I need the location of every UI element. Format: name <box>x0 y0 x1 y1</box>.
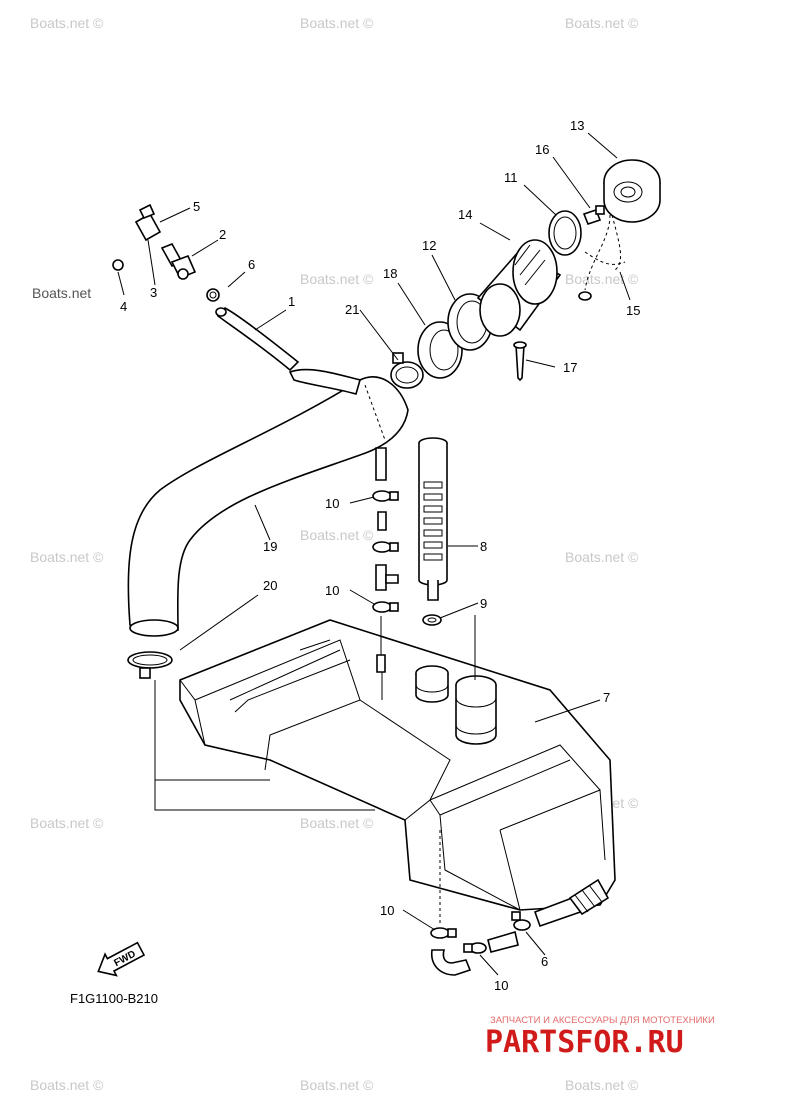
callout-17: 17 <box>563 360 577 375</box>
filler-hose <box>127 376 409 637</box>
watermark: Boats.net © <box>300 815 374 831</box>
watermark: Boats.net © <box>300 1077 374 1093</box>
callout-16: 16 <box>535 142 549 157</box>
callout-9: 9 <box>480 596 487 611</box>
watermark: Boats.net © <box>300 271 374 287</box>
callout-6: 6 <box>541 954 548 969</box>
watermark: Boats.net © <box>300 15 374 31</box>
grommet <box>422 614 442 626</box>
callout-10: 10 <box>325 496 339 511</box>
filler-neck <box>476 239 562 337</box>
fuel-line-lower <box>430 830 610 976</box>
callout-12: 12 <box>422 238 436 253</box>
vent-hose <box>215 306 361 395</box>
watermark: Boats.net © <box>565 15 639 31</box>
callout-5: 5 <box>193 199 200 214</box>
filler-rings <box>390 293 493 389</box>
callout-19: 19 <box>263 539 277 554</box>
callout-15: 15 <box>626 303 640 318</box>
watermark: Boats.net © <box>30 1077 104 1093</box>
tank-necks <box>415 665 497 745</box>
watermarks: Boats.net © Boats.net © Boats.net © Boat… <box>30 15 639 1093</box>
diagram-code: F1G1100-B210 <box>70 991 158 1006</box>
fuel-line-upper <box>372 447 399 673</box>
cap-screw <box>582 205 605 225</box>
fuel-strainer <box>418 437 448 601</box>
hose-clamp <box>127 651 173 679</box>
vent-fittings <box>112 203 220 302</box>
callout-18: 18 <box>383 266 397 281</box>
watermark-label: Boats.net <box>32 285 91 301</box>
leader-lines <box>117 132 631 976</box>
fuel-cap <box>603 159 661 223</box>
callout-8: 8 <box>480 539 487 554</box>
fwd-label: FWD <box>112 949 137 969</box>
callout-7: 7 <box>603 690 610 705</box>
callout-2: 2 <box>219 227 226 242</box>
callout-3: 3 <box>150 285 157 300</box>
callout-1: 1 <box>288 294 295 309</box>
callout-14: 14 <box>458 207 472 222</box>
logo-name: PARTSFOR.RU <box>485 1025 684 1060</box>
watermark: Boats.net © <box>30 549 104 565</box>
callout-10: 10 <box>325 583 339 598</box>
fwd-arrow: FWD <box>97 941 146 977</box>
cap-chain <box>578 214 626 301</box>
callout-11: 11 <box>504 170 518 185</box>
callout-10: 10 <box>494 978 508 993</box>
alignment-lines <box>154 615 476 811</box>
rivet <box>513 341 527 382</box>
partsfor-logo: ЗАПЧАСТИ И АКСЕССУАРЫ ДЛЯ МОТОТЕХНИКИ PA… <box>485 1015 715 1060</box>
watermark: Boats.net © <box>565 271 639 287</box>
callout-20: 20 <box>263 578 277 593</box>
callout-21: 21 <box>345 302 359 317</box>
watermark: Boats.net © <box>565 549 639 565</box>
callout-10: 10 <box>380 903 394 918</box>
fuel-tank <box>179 619 616 911</box>
watermark: Boats.net © <box>30 815 104 831</box>
watermark: Boats.net © <box>300 527 374 543</box>
logo-tagline: ЗАПЧАСТИ И АКСЕССУАРЫ ДЛЯ МОТОТЕХНИКИ <box>490 1015 715 1026</box>
callouts: 1 2 3 4 5 6 7 8 9 10 10 10 10 11 12 13 1… <box>120 118 640 993</box>
callout-6: 6 <box>248 257 255 272</box>
callout-13: 13 <box>570 118 584 133</box>
callout-4: 4 <box>120 299 127 314</box>
cap-gasket <box>548 210 582 256</box>
watermark: Boats.net © <box>30 15 104 31</box>
watermark: Boats.net © <box>565 1077 639 1093</box>
